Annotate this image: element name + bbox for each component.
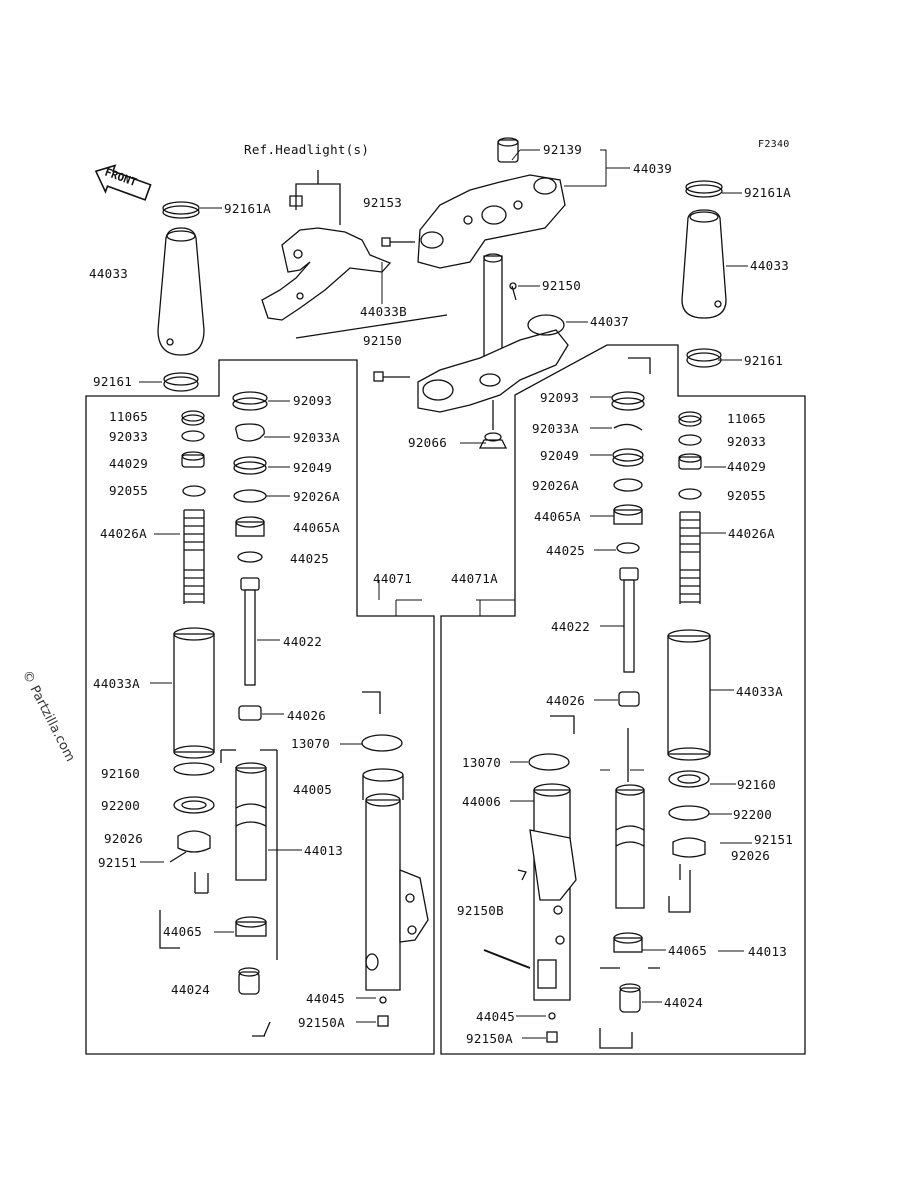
part-label-44065-right: 44065 — [668, 943, 708, 958]
part-label-44025-left: 44025 — [290, 551, 330, 566]
part-label-44013-right: 44013 — [748, 944, 788, 959]
part-label-44029-left: 44029 — [109, 456, 149, 471]
part-label-44029-right: 44029 — [727, 459, 767, 474]
part-label-44045-left: 44045 — [306, 991, 346, 1006]
part-label-44026-right: 44026 — [546, 693, 586, 708]
part-label-92055-left: 92055 — [109, 483, 149, 498]
part-label-92026-right: 92026 — [731, 848, 771, 863]
part-label-92033A-right: 92033A — [532, 421, 579, 436]
part-label-92026A-right: 92026A — [532, 478, 579, 493]
left-outer-parts — [157, 201, 271, 1037]
part-label-44006: 44006 — [462, 794, 502, 809]
part-label-92033-left: 92033 — [109, 429, 149, 444]
part-label-92153: 92153 — [363, 195, 403, 210]
part-label-44024-right: 44024 — [664, 995, 704, 1010]
figure-code: F2340 — [758, 139, 790, 150]
part-label-44024-left: 44024 — [171, 982, 211, 997]
left-fork-boundary — [85, 359, 435, 1055]
part-label-13070-left: 13070 — [291, 736, 331, 751]
part-label-44026-left: 44026 — [287, 708, 327, 723]
part-label-92151-right: 92151 — [754, 832, 794, 847]
ref-headlight-label: Ref.Headlight(s) — [244, 142, 370, 157]
left-inner-parts — [220, 391, 278, 960]
part-label-44071: 44071 — [373, 571, 413, 586]
left-lower-tube — [361, 691, 429, 1027]
part-label-92200-left: 92200 — [101, 798, 141, 813]
part-label-92161A-right: 92161A — [744, 185, 791, 200]
part-label-44045-right: 44045 — [476, 1009, 516, 1024]
part-label-92200-right: 92200 — [733, 807, 773, 822]
part-label-44025-right: 44025 — [546, 543, 586, 558]
part-label-44037: 44037 — [590, 314, 630, 329]
part-label-92026A-left: 92026A — [293, 489, 340, 504]
part-label-92066: 92066 — [408, 435, 448, 450]
part-label-44033B: 44033B — [360, 304, 407, 319]
front-arrow — [94, 164, 152, 201]
part-label-44033-right: 44033 — [750, 258, 790, 273]
part-label-44039: 44039 — [633, 161, 673, 176]
part-label-44005: 44005 — [293, 782, 333, 797]
part-label-44065-left: 44065 — [163, 924, 203, 939]
part-label-44026A-left: 44026A — [100, 526, 147, 541]
part-label-92049-left: 92049 — [293, 460, 333, 475]
part-label-92049-right: 92049 — [540, 448, 580, 463]
part-label-92160-right: 92160 — [737, 777, 777, 792]
part-label-44071A: 44071A — [451, 571, 498, 586]
part-label-13070-right: 13070 — [462, 755, 502, 770]
part-label-92150B: 92150B — [457, 903, 504, 918]
leader-lines — [139, 149, 752, 1039]
part-label-92033-right: 92033 — [727, 434, 767, 449]
headlight-bracket — [261, 188, 392, 321]
part-label-92160-left: 92160 — [101, 766, 141, 781]
lower-triple-clamp — [373, 253, 569, 449]
part-label-11065-right: 11065 — [727, 411, 767, 426]
right-fork-boundary — [440, 344, 806, 1055]
upper-triple-clamp — [381, 137, 566, 269]
part-label-92033A-left: 92033A — [293, 430, 340, 445]
part-label-44065A-left: 44065A — [293, 520, 340, 535]
part-label-44033A-left: 44033A — [93, 676, 140, 691]
part-label-44022-right: 44022 — [551, 619, 591, 634]
part-label-92150A-left: 92150A — [298, 1015, 345, 1030]
part-label-92150A-right: 92150A — [466, 1031, 513, 1046]
part-label-44033-left: 44033 — [89, 266, 129, 281]
right-lower-tube — [483, 715, 577, 1043]
part-label-92055-right: 92055 — [727, 488, 767, 503]
part-label-44065A-right: 44065A — [534, 509, 581, 524]
part-label-92093-left: 92093 — [293, 393, 333, 408]
part-label-44033A-right: 44033A — [736, 684, 783, 699]
part-label-92093-right: 92093 — [540, 390, 580, 405]
part-label-44026A-right: 44026A — [728, 526, 775, 541]
part-label-92161-right: 92161 — [744, 353, 784, 368]
part-label-11065-left: 11065 — [109, 409, 149, 424]
right-inner-parts — [611, 357, 651, 909]
part-label-92151-left: 92151 — [98, 855, 138, 870]
part-label-92150-top: 92150 — [542, 278, 582, 293]
part-label-44013-left: 44013 — [304, 843, 344, 858]
part-label-92161-left: 92161 — [93, 374, 133, 389]
part-label-92026-left: 92026 — [104, 831, 144, 846]
part-label-92150-mid: 92150 — [363, 333, 403, 348]
part-label-92139: 92139 — [543, 142, 583, 157]
part-label-92161A-left: 92161A — [224, 201, 271, 216]
right-outer-parts — [599, 180, 727, 1049]
part-label-44022-left: 44022 — [283, 634, 323, 649]
